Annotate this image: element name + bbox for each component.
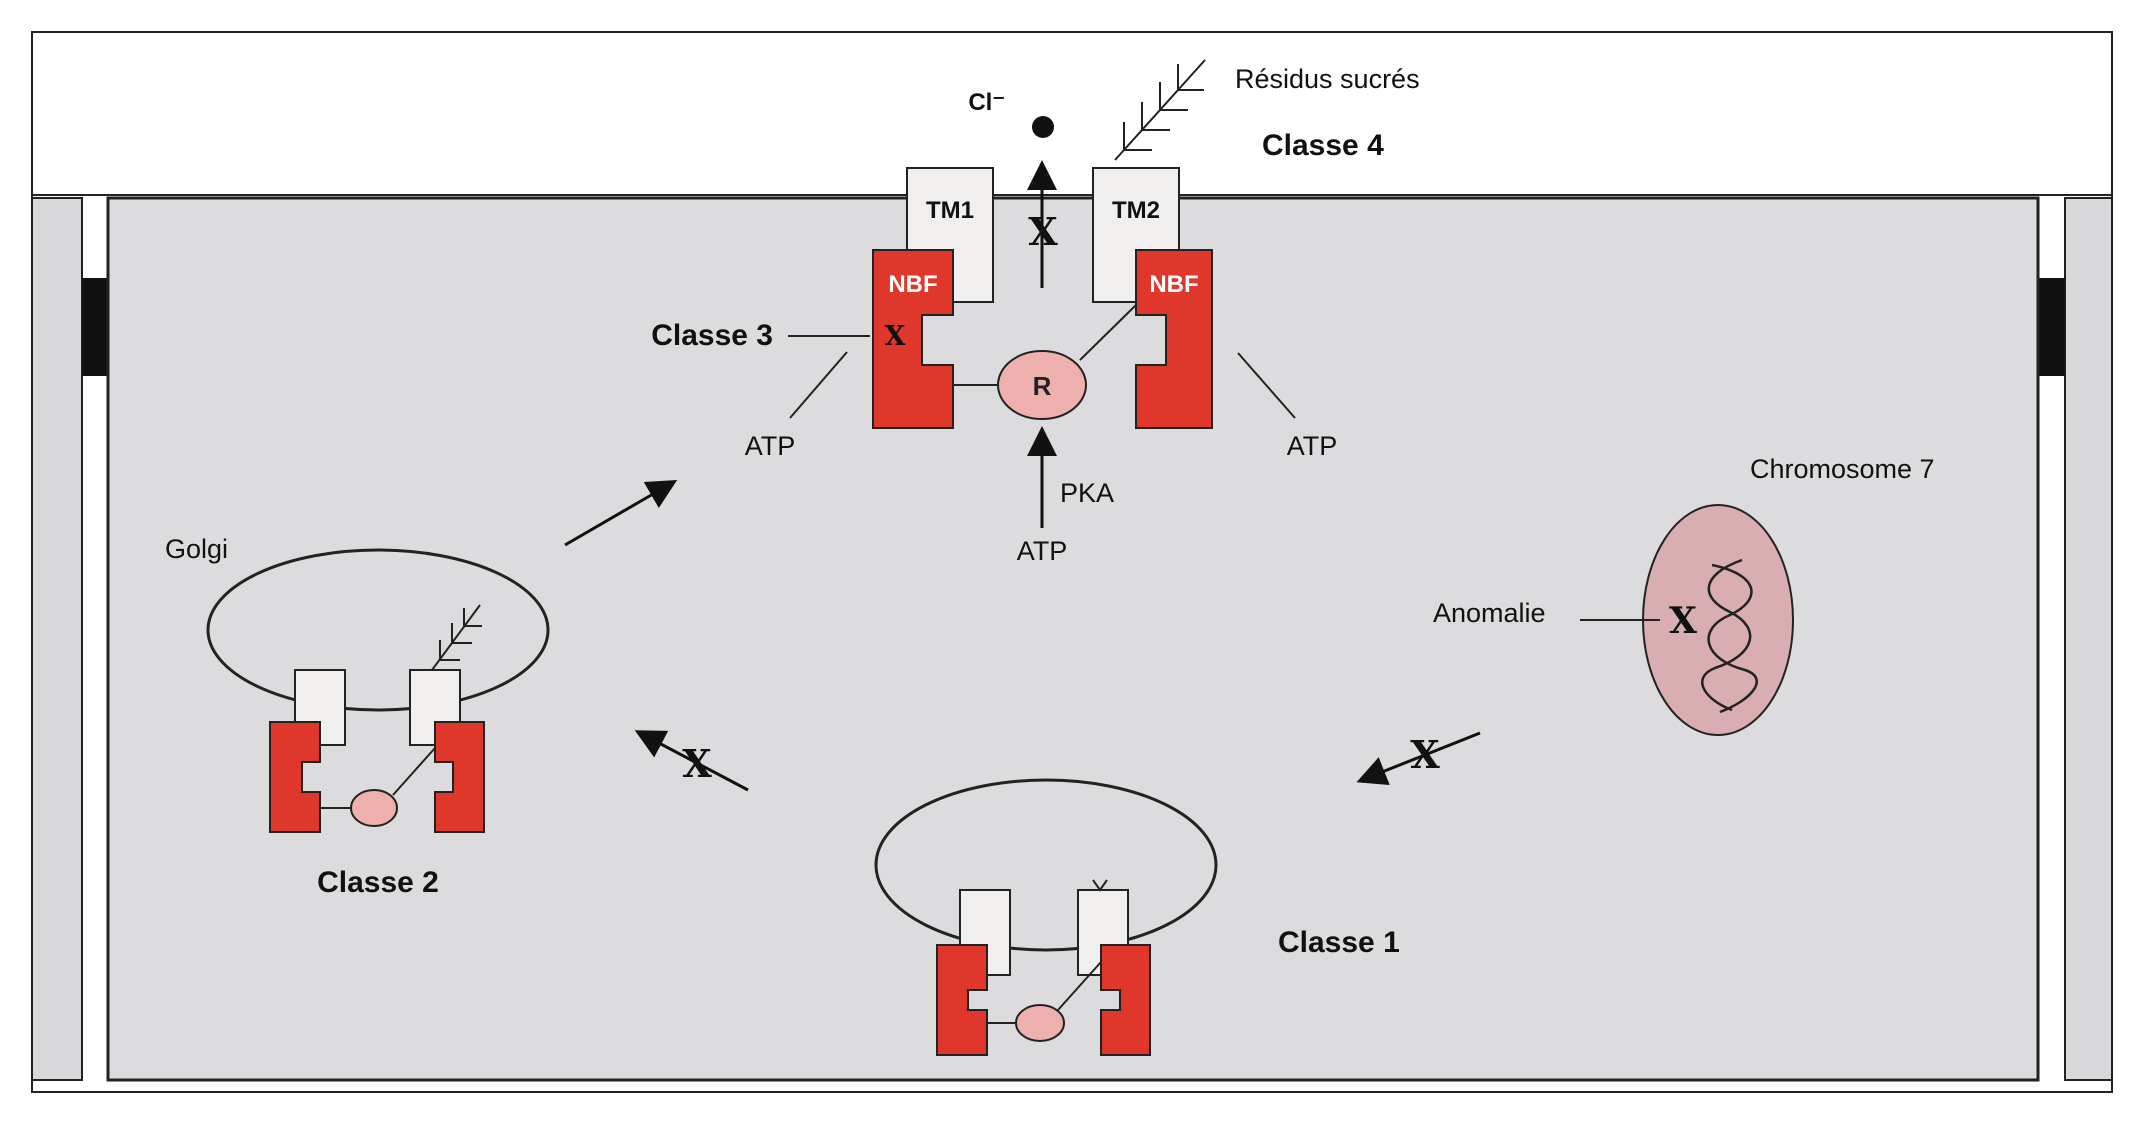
anomaly-mark: X [1669,600,1697,642]
class2-label: Classe 2 [317,866,439,899]
left-neighbor-cell [31,197,83,1081]
atp-left-label: ATP [745,431,796,461]
er-vesicle [874,778,1218,952]
nbf-left-domain [872,249,954,429]
golgi-vesicle [206,548,550,712]
nbf-right-label: NBF [1149,271,1198,298]
golgi-r-domain [350,789,398,827]
er-to-golgi-arrow [634,730,749,792]
class1-label: Classe 1 [1278,926,1400,959]
tm2-label: TM2 [1112,197,1160,224]
nucleus-body [1642,504,1794,736]
atp-right-pointer [1237,352,1296,419]
r-right-link [1079,304,1137,361]
r-domain-label: R [1033,371,1052,401]
dna-helix-icon [1701,558,1758,714]
class1-block-mark: X [1410,732,1440,777]
golgi-r-link-right [392,747,436,796]
golgi-to-membrane-arrow [564,479,678,547]
golgi-compartment: Golgi Classe 2 [165,534,550,899]
sugar-residues-label: Résidus sucrés [1235,64,1420,94]
sugar-chain-icon [1114,59,1206,161]
tm1-label: TM1 [926,197,974,224]
nucleus-to-er-arrow [1356,731,1481,786]
er-glycan-stub-icon [1092,879,1108,892]
nbf-left-label: NBF [888,271,937,298]
chromosome-label: Chromosome 7 [1750,454,1935,484]
class4-block-mark: X [1028,209,1058,254]
golgi-label: Golgi [165,534,228,564]
atp-left-pointer [789,351,848,419]
er-r-domain [1015,1004,1065,1042]
pka-label: PKA [1060,478,1114,508]
nucleus: Chromosome 7 Anomalie X [1433,454,1935,736]
r-domain [997,350,1087,420]
class4-label: Classe 4 [1262,129,1384,162]
anomaly-label: Anomalie [1433,598,1546,628]
atp-bottom-label: ATP [1017,536,1068,566]
nbf-right-domain [1135,249,1213,429]
class3-label: Classe 3 [651,319,773,352]
er-nbf-right [1100,944,1151,1056]
class2-block-mark: X [682,741,712,786]
right-neighbor-cell [2064,197,2113,1081]
left-tight-junction [82,278,108,376]
golgi-nbf-left [269,721,321,833]
right-tight-junction [2038,278,2065,376]
cftr-channel-membrane: TM1 TM2 NBF NBF R X Cl⁻ Résidus sucrés [651,59,1420,566]
er-nbf-left [936,944,988,1056]
chloride-ion [1032,116,1054,138]
er-compartment [874,778,1218,1056]
golgi-sugar-chain-icon [431,604,482,671]
atp-right-label: ATP [1287,431,1338,461]
class3-block-mark: X [885,321,906,352]
golgi-nbf-right [434,721,485,833]
er-r-link-right [1057,961,1102,1011]
chloride-label: Cl⁻ [968,89,1005,116]
